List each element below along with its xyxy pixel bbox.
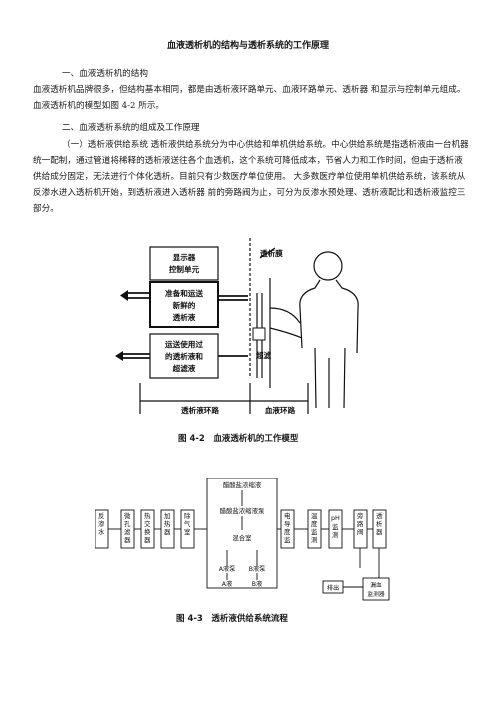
- page-title: 血液透析机的结构与透析系统的工作原理: [166, 41, 329, 51]
- box-transport-line2: 的透析液和: [165, 351, 203, 361]
- box-display-line2: 控制单元: [169, 264, 200, 274]
- blood-loop-label: 血液环路: [265, 405, 296, 415]
- paragraph-1: 血液透析机品牌很多，但结构基本相同，都是由透析液环路单元、血液环路单元、透析器 …: [33, 85, 466, 111]
- a-liquid-label: A液: [222, 580, 232, 588]
- figure-4-2: 显示器 控制单元 准备和运送 新鲜的 透析液 运送使用过 的透析液和 超滤液 透…: [115, 238, 359, 415]
- figure-4-2-caption: 图 4-2 血液透析机的工作模型: [178, 434, 299, 444]
- b-pump-label: B液泵: [249, 565, 266, 573]
- section-heading-1: 一、血液透析机的结构: [62, 69, 148, 79]
- section-heading-2: 二、血液透析系统的组成及工作原理: [62, 123, 200, 133]
- dialysate-loop-label: 透析液环路: [181, 405, 219, 415]
- acetate-conc-label: 醋酸盐浓缩液: [223, 480, 262, 489]
- box-prepare-line1: 准备和运送: [165, 288, 203, 298]
- heat-exchanger-v: 热交换器: [144, 511, 151, 544]
- mixing-label: 混合室: [232, 533, 252, 542]
- acetate-pump-label: 醋酸盐浓缩液泵: [220, 506, 265, 515]
- membrane-label: 透析膜: [260, 248, 283, 258]
- figure-4-3: 醋酸盐浓缩液 醋酸盐浓缩液泵 混合室 A液泵 B液泵 A液 B液 排出 漏血 监…: [95, 478, 390, 601]
- leak-detector-line1: 漏血: [370, 581, 382, 589]
- ro-water-v: 反渗水: [98, 511, 105, 536]
- conductivity-v: 电导度监: [284, 511, 291, 544]
- micro-filter-v: 微孔滤器: [124, 511, 131, 544]
- a-pump-label: A液泵: [219, 565, 236, 573]
- box-prepare-line3: 透析液: [173, 312, 196, 322]
- b-liquid-label: B液: [252, 580, 262, 588]
- temperature-v: 温度监测: [311, 511, 318, 544]
- drain-label: 排出: [327, 584, 339, 592]
- box-prepare-line2: 新鲜的: [173, 300, 196, 310]
- degas-v: 除气室: [184, 511, 191, 536]
- box-transport-line1: 运送使用过: [165, 339, 203, 349]
- heater-v: 加热器: [164, 511, 171, 536]
- ultrafiltration-label: 超滤: [255, 350, 272, 360]
- dialyzer-v: 透析器: [376, 512, 383, 536]
- box-display-line1: 显示器: [173, 253, 196, 262]
- leak-detector-line2: 监测器: [367, 590, 385, 598]
- bypass-v: 旁路阀: [357, 511, 364, 536]
- figure-4-3-caption: 图 4-3 透析液供给系统流程: [176, 614, 288, 624]
- paragraph-2: （一）透析液供给系统 透析液供给系统分为中心供给和单机供给系统。中心供给系统是指…: [33, 140, 469, 214]
- box-transport-line3: 超滤液: [172, 363, 196, 373]
